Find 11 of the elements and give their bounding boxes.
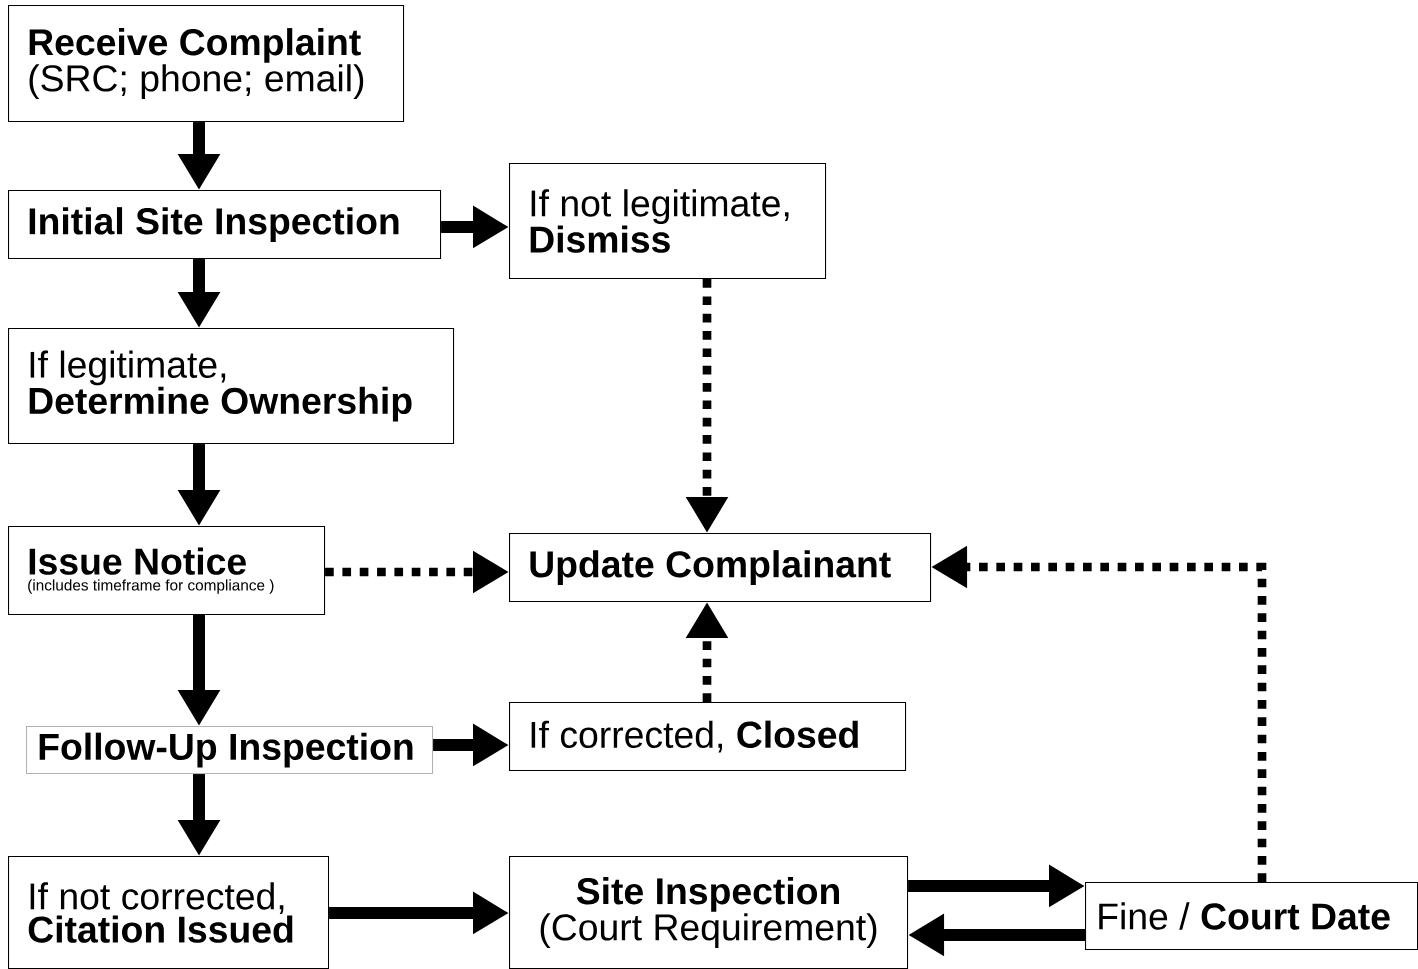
process-box: Follow-Up Inspection [26,726,434,775]
process-box: If not legitimate, Dismiss [509,163,827,280]
process-box: If corrected, Closed [509,702,907,772]
process-box: Issue Notice (includes timeframe for compliance ) [8,526,326,616]
process-box: Fine / Court Date [1085,882,1418,951]
process-box: Initial Site Inspection [8,190,442,260]
process-box: Update Complainant [509,533,932,603]
process-box: Site Inspection (Court Requirement) [509,856,909,969]
process-box: If not corrected, Citation Issued [8,856,330,969]
process-box: If legitimate, Determine Ownership [8,328,455,445]
process-box: Receive Complaint (SRC; phone; email) [8,5,405,123]
